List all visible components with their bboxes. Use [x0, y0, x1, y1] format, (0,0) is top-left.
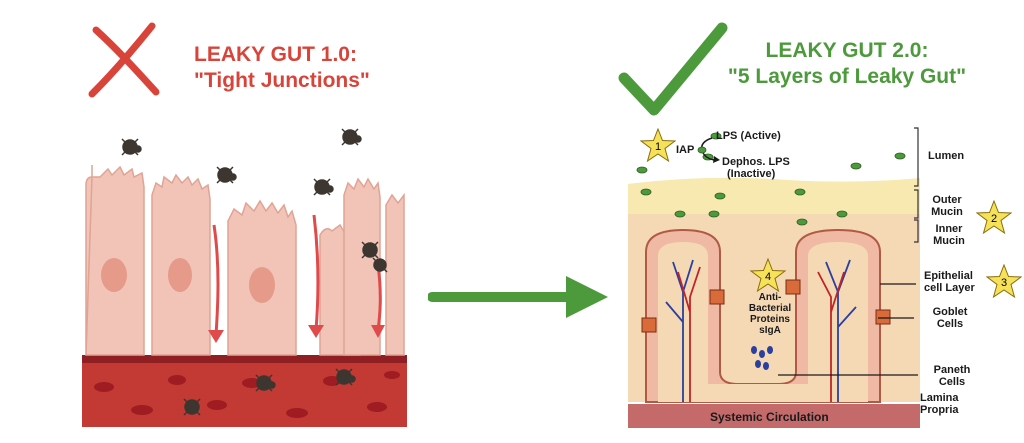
label-inner-mucin-1: Inner	[935, 223, 963, 235]
right-title-line2: "5 Layers of Leaky Gut"	[727, 65, 967, 88]
right-title: LEAKY GUT 2.0: "5 Layers of Leaky Gut"	[712, 38, 982, 90]
x-mark-icon	[88, 22, 160, 98]
villi	[645, 228, 881, 403]
blood-vessel	[82, 355, 407, 427]
label-antibac-3: Proteins	[749, 314, 790, 325]
label-goblet-1: Goblet	[932, 306, 968, 318]
goblet-cells	[641, 279, 891, 333]
lps-dots	[636, 132, 906, 226]
label-systemic-circulation: Systemic Circulation	[710, 410, 829, 424]
cell-nuclei	[101, 258, 275, 303]
right-title-line1: LEAKY GUT 2.0:	[765, 39, 929, 62]
label-goblet-2: Cells	[936, 318, 964, 330]
left-title: LEAKY GUT 1.0: "Tight Junctions"	[194, 42, 394, 94]
epithelial-cells	[85, 165, 405, 356]
label-dephos: Dephos. LPS	[722, 156, 790, 168]
label-inner-mucin-2: Mucin	[933, 235, 965, 247]
star-icon: 3	[986, 264, 1022, 298]
label-iap: IAP	[676, 144, 695, 156]
left-title-line1: LEAKY GUT 1.0:	[194, 43, 357, 66]
label-paneth: Paneth Cells	[928, 364, 976, 388]
label-outer-mucin: Outer Mucin	[926, 194, 968, 218]
check-mark-icon	[618, 22, 728, 116]
label-lumen: Lumen	[928, 150, 965, 162]
label-epithelial: Epithelial cell Layer	[924, 270, 975, 294]
label-antibac-4: sIgA	[759, 325, 781, 336]
label-goblet: Goblet Cells	[928, 306, 972, 330]
label-antibac-2: Bacterial	[748, 303, 792, 314]
left-title-line2: "Tight Junctions"	[194, 69, 370, 92]
bacteria-icon	[121, 128, 388, 416]
star-icon: 2	[976, 200, 1012, 234]
systemic-circulation-bar	[628, 404, 920, 428]
arteries	[677, 266, 845, 402]
label-inner-mucin: Inner Mucin	[928, 223, 970, 247]
label-lamina-2: Propria	[920, 404, 959, 416]
label-paneth-2: Cells	[938, 376, 966, 388]
label-antibac-1: Anti-	[758, 292, 782, 303]
label-lamina: Lamina Propria	[920, 392, 959, 416]
label-epithelial-1: Epithelial	[924, 270, 973, 282]
star-label-3: 3	[1001, 277, 1007, 289]
tight-junction-illustration	[82, 128, 407, 427]
pointer-lines	[778, 283, 918, 376]
star-label-4: 4	[765, 271, 771, 283]
label-antibacterial: Anti- Bacterial Proteins sIgA	[748, 292, 792, 336]
label-lps-active: LPS (Active)	[716, 130, 781, 142]
brackets	[914, 127, 919, 243]
label-outer-mucin-1: Outer	[932, 194, 962, 206]
outer-mucin-layer	[628, 177, 920, 222]
label-outer-mucin-2: Mucin	[931, 206, 963, 218]
star-icon: 4	[750, 258, 786, 292]
star-label-2: 2	[991, 213, 997, 225]
star-icon: 1	[640, 128, 676, 162]
iap-reaction-arrow	[697, 137, 720, 163]
label-inactive: (Inactive)	[727, 168, 776, 180]
label-paneth-1: Paneth	[933, 364, 971, 376]
label-lamina-1: Lamina	[920, 392, 959, 404]
label-epithelial-2: cell Layer	[924, 282, 975, 294]
arrow-right-icon	[428, 276, 608, 318]
siga-dots	[751, 346, 773, 370]
blood-cells	[94, 371, 400, 418]
star-label-1: 1	[655, 141, 661, 153]
